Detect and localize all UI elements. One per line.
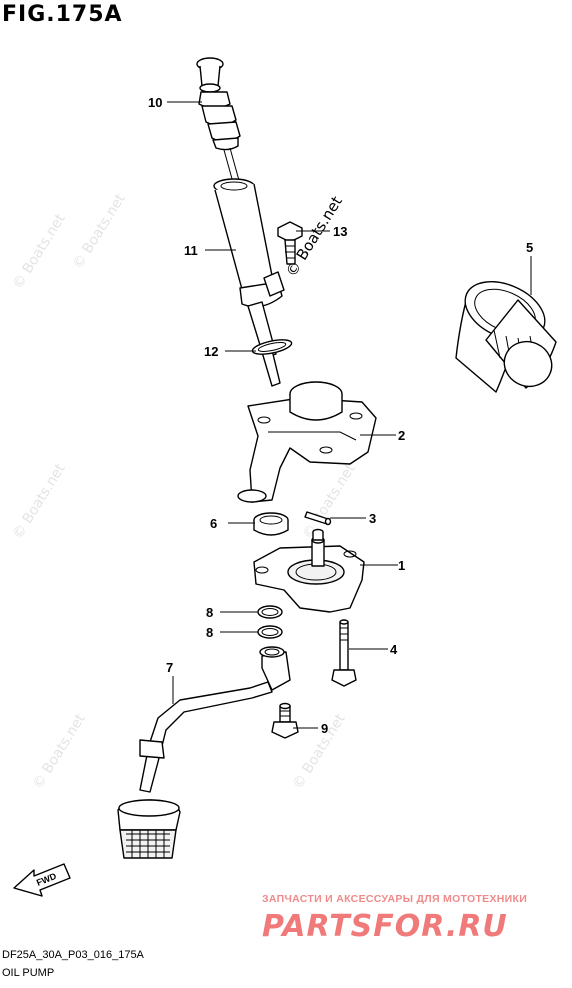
part-10-dipstick-handle[interactable] — [196, 57, 241, 187]
watermark-text: © Boats.net — [290, 711, 349, 792]
brand-subtitle: ЗАПЧАСТИ И АКСЕССУАРЫ ДЛЯ МОТОТЕХНИКИ — [262, 893, 528, 905]
part-2-oil-pump-case[interactable] — [237, 381, 377, 503]
callout-4[interactable]: 4 — [390, 642, 398, 657]
callout-10[interactable]: 10 — [148, 95, 162, 110]
callout-8-upper[interactable]: 8 — [206, 605, 213, 620]
watermark-text: © Boats.net — [10, 211, 69, 292]
fwd-direction-indicator: FWD — [13, 863, 71, 897]
part-6-seal[interactable] — [253, 512, 289, 536]
callout-13[interactable]: 13 — [333, 224, 347, 239]
callout-1[interactable]: 1 — [398, 558, 405, 573]
part-13-bolt[interactable] — [277, 221, 303, 265]
callout-labels: 1 2 3 4 5 6 7 8 8 9 10 11 12 13 — [148, 95, 533, 736]
callout-3[interactable]: 3 — [369, 511, 376, 526]
callout-7[interactable]: 7 — [166, 660, 173, 675]
part-5-oil-filter[interactable] — [455, 270, 559, 394]
part-3-pin[interactable] — [304, 511, 332, 526]
callout-11[interactable]: 11 — [184, 243, 198, 258]
watermark-text: © Boats.net — [70, 191, 129, 272]
leader-lines — [167, 101, 532, 729]
figure-title: FIG.175A — [2, 2, 123, 27]
callout-12[interactable]: 12 — [204, 344, 218, 359]
part-1-oil-pump-rotor[interactable] — [253, 528, 365, 613]
callout-9[interactable]: 9 — [321, 721, 328, 736]
watermark-text: © Boats.net — [30, 711, 89, 792]
part-11-oil-level-tube[interactable] — [213, 178, 285, 387]
figure-name: OIL PUMP — [2, 967, 55, 979]
watermark-text: © Boats.net — [10, 461, 69, 542]
part-8-o-ring-upper[interactable] — [257, 605, 283, 619]
callout-5[interactable]: 5 — [526, 240, 533, 255]
callout-2[interactable]: 2 — [398, 428, 405, 443]
part-7-oil-strainer[interactable] — [117, 646, 291, 859]
brand-logo: PARTSFOR.RU — [262, 909, 508, 944]
callout-8-lower[interactable]: 8 — [206, 625, 213, 640]
part-8-o-ring-lower[interactable] — [257, 625, 283, 639]
callout-6[interactable]: 6 — [210, 516, 217, 531]
watermark-text: © Boats.net — [300, 461, 359, 542]
part-4-bolt[interactable] — [331, 619, 357, 687]
figure-code: DF25A_30A_P03_016_175A — [2, 949, 144, 961]
part-9-bolt[interactable] — [271, 702, 299, 739]
